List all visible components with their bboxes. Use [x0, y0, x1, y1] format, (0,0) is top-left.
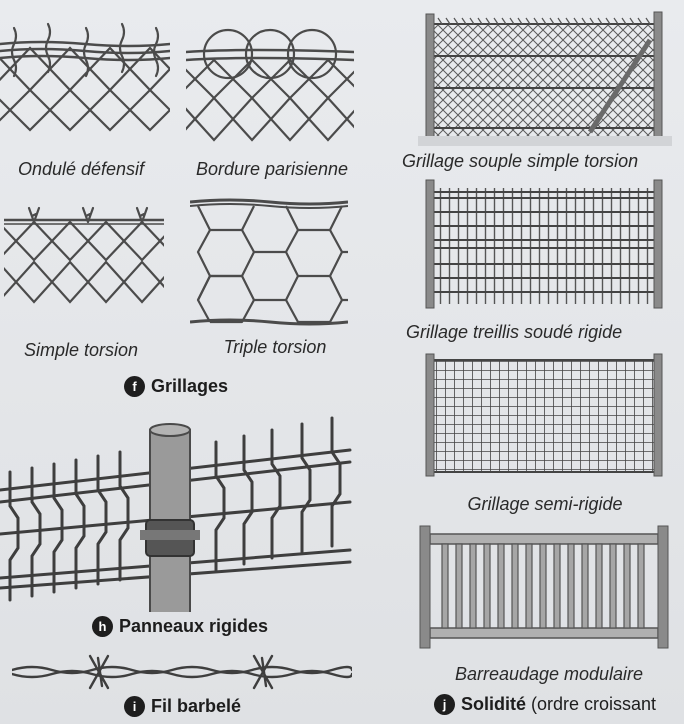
ondule-defensif-illustration [0, 18, 170, 148]
barreaudage-modulaire-illustration [412, 524, 678, 650]
fil-barbele-illustration [12, 650, 352, 692]
section-heading-fil-barbele: i Fil barbelé [124, 696, 241, 717]
triple-torsion-illustration [190, 194, 348, 328]
caption-ondule-defensif: Ondulé défensif [17, 159, 145, 179]
section-badge: h [92, 616, 113, 637]
caption-grillage-souple: Grillage souple simple torsion [402, 151, 639, 171]
panneaux-rigides-illustration [0, 402, 352, 612]
simple-torsion-illustration [4, 198, 164, 326]
caption-triple-torsion: Triple torsion [223, 337, 327, 357]
section-label: Fil barbelé [151, 696, 242, 716]
caption-barreaudage-modulaire: Barreaudage modulaire [454, 664, 644, 684]
section-label: Solidité [461, 694, 527, 714]
grillage-souple-illustration [418, 10, 672, 146]
section-label: Grillages [151, 376, 229, 396]
section-badge: f [124, 376, 145, 397]
section-heading-solidite: j Solidité (ordre croissant [434, 694, 656, 715]
bordure-parisienne-illustration [186, 18, 354, 150]
caption-grillage-treillis: Grillage trei­llis soudé rigide [406, 322, 623, 342]
section-heading-panneaux-rigides: h Panneaux rigides [92, 616, 268, 637]
grillage-treillis-illustration [418, 178, 672, 314]
caption-simple-torsion: Simple torsion [23, 340, 139, 360]
section-badge: i [124, 696, 145, 717]
section-badge: j [434, 694, 455, 715]
section-note: (ordre croissant [531, 694, 657, 714]
caption-bordure-parisienne: Bordure parisienne [195, 159, 349, 179]
section-label: Panneaux rigides [119, 616, 269, 636]
section-heading-grillages: f Grillages [124, 376, 228, 397]
caption-grillage-semi-rigide: Grillage semi-rigide [467, 494, 623, 514]
grillage-semi-rigide-illustration [418, 352, 672, 480]
